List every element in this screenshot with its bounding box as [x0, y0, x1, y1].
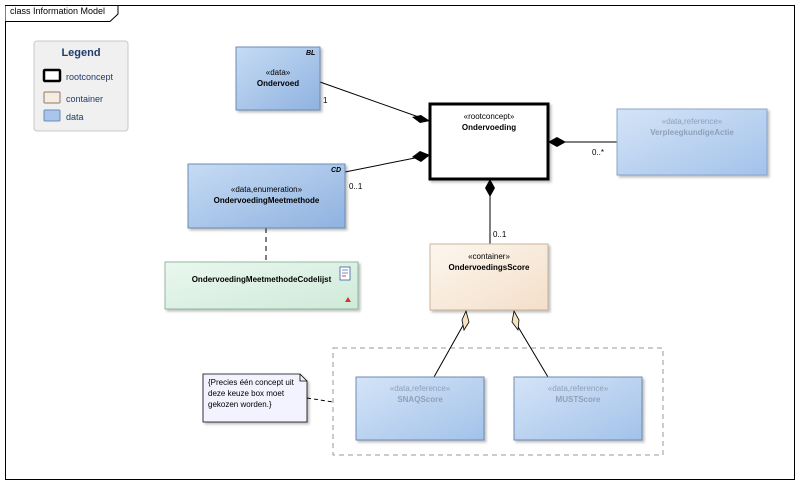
ondervoeding-name: Ondervoeding [461, 123, 517, 132]
assoc-snaq[interactable] [433, 319, 467, 378]
codelijst-name: OndervoedingMeetmethodeCodelijst [191, 275, 332, 284]
verpleegkundigeactie-name: VerpleegkundigeActie [650, 128, 734, 137]
verpleegkundigeactie-text: «data,reference» VerpleegkundigeActie [617, 116, 767, 138]
must-name: MUSTScore [555, 395, 601, 404]
composition-diamond-verpleegkundigeactie [548, 137, 566, 147]
codelist-alert-icon [345, 297, 351, 302]
note-link[interactable] [306, 397, 334, 403]
mult-verpleegkundigeactie: 0..* [592, 148, 605, 157]
note-text: {Precies één concept uit deze keuze box … [208, 377, 294, 410]
score-name: OndervoedingsScore [448, 263, 530, 272]
legend-panel [33, 40, 129, 132]
legend-label-rootconcept: rootconcept [66, 72, 114, 82]
class-verpleegkundigeactie[interactable] [616, 108, 768, 176]
assoc-must[interactable] [513, 319, 549, 378]
class-must[interactable] [513, 376, 643, 441]
class-score[interactable] [429, 243, 549, 311]
class-ondervoeding[interactable] [428, 102, 550, 181]
codelist-icon [339, 266, 351, 281]
mult-ondervoed: 1 [323, 96, 328, 105]
ondervoed-stereotype: «data» [265, 68, 291, 77]
ondervoed-name: Ondervoed [256, 79, 300, 88]
legend-title: Legend [61, 47, 101, 59]
meetmethode-tag: CD [331, 167, 342, 174]
legend-swatch-data [43, 109, 61, 122]
meetmethode-text: «data,enumeration» OndervoedingMeetmetho… [188, 184, 345, 206]
ondervoeding-text: «rootconcept» Ondervoeding [430, 111, 548, 133]
diagram-frame-tab [5, 5, 119, 22]
meetmethode-name: OndervoedingMeetmethode [213, 196, 320, 205]
score-text: «container» OndervoedingsScore [430, 251, 548, 273]
choice-box[interactable] [332, 347, 664, 456]
note-line-1: {Precies één concept uit [208, 378, 294, 387]
note-fold [299, 374, 307, 382]
class-codelijst[interactable] [164, 261, 359, 310]
must-text: «data,reference» MUSTScore [514, 383, 642, 405]
composition-diamond-meetmethode [412, 151, 430, 162]
meetmethode-stereotype: «data,enumeration» [230, 185, 303, 194]
verpleegkundigeactie-stereotype: «data,reference» [661, 117, 723, 126]
legend-label-container: container [66, 94, 104, 104]
legend-swatch-container [43, 91, 61, 104]
diagram-frame [5, 5, 795, 480]
class-ondervoed[interactable] [235, 46, 321, 111]
mult-meetmethode: 0..1 [349, 182, 363, 191]
legend-swatch-rootconcept [42, 68, 62, 83]
assoc-ondervoed[interactable] [319, 81, 431, 122]
note-line-3: gekozen worden.} [208, 400, 272, 409]
constraint-note[interactable] [202, 373, 308, 423]
ondervoed-text: «data» Ondervoed [236, 67, 320, 89]
note-line-2: deze keuze box moet [208, 389, 285, 398]
mult-score: 0..1 [493, 230, 507, 239]
composition-diamond-ondervoed [412, 115, 430, 123]
snaq-name: SNAQScore [397, 395, 443, 404]
snaq-text: «data,reference» SNAQScore [356, 383, 484, 405]
snaq-stereotype: «data,reference» [389, 384, 451, 393]
ondervoed-tag: BL [306, 50, 316, 57]
composition-diamond-score [485, 179, 495, 197]
ondervoeding-stereotype: «rootconcept» [463, 112, 515, 121]
aggregation-diamond-snaq [461, 309, 470, 332]
class-meetmethode[interactable] [187, 163, 346, 229]
must-stereotype: «data,reference» [547, 384, 609, 393]
score-stereotype: «container» [468, 252, 510, 261]
aggregation-diamond-must [511, 309, 520, 332]
class-snaq[interactable] [355, 376, 485, 441]
legend-label-data: data [66, 112, 84, 122]
frame-title: class Information Model [10, 6, 106, 16]
